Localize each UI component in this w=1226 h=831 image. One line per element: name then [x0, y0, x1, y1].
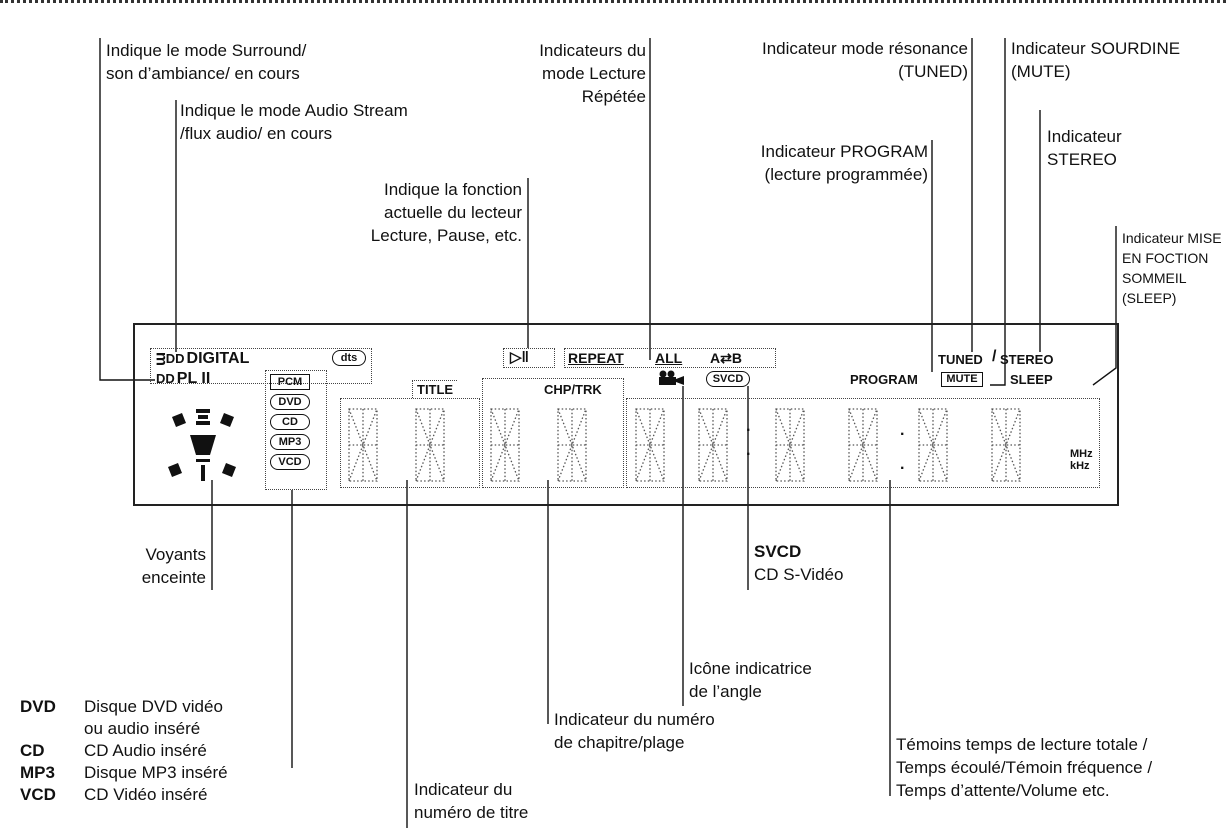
segment-digit: [772, 406, 808, 484]
segment-digit: [632, 406, 668, 484]
chapter-digit-group: [482, 378, 624, 488]
surround-indicator-group: [150, 348, 372, 384]
callout-tuned: Indicateur mode résonance(TUNED): [761, 39, 968, 81]
segment-digit: [554, 406, 590, 484]
dolby-icon: ᴟ: [156, 350, 166, 367]
mute-indicator: MUTE: [941, 372, 983, 387]
segment-digit: [915, 406, 951, 484]
leader-surround: [99, 38, 155, 381]
repeat-ab-indicator: A⇄B: [710, 350, 742, 366]
time-colon: ·: [746, 422, 752, 439]
callout-time: Témoins temps de lecture totale /Temps é…: [896, 735, 1153, 800]
pcm-indicator: PCM: [270, 374, 310, 390]
mp3-indicator: MP3: [270, 434, 310, 450]
front-display-panel: [133, 323, 1119, 506]
vcd-indicator: VCD: [270, 454, 310, 470]
disc-indicator-group: [265, 370, 327, 490]
leader-mute: [990, 38, 1006, 386]
segment-digit: [487, 406, 523, 484]
dolby-icon: DD: [156, 371, 175, 386]
callout-audio-stream: Indique le mode Audio Stream/flux audio/…: [180, 101, 408, 143]
repeat-indicator: REPEAT: [568, 350, 624, 366]
time-colon: ·: [746, 446, 752, 463]
repeat-all-indicator: ALL: [655, 350, 683, 366]
time-digit-group: [626, 398, 1100, 488]
time-colon: ·: [900, 460, 906, 477]
callout-program: Indicateur PROGRAM(lecture programmée): [760, 142, 928, 184]
dts-indicator: dts: [332, 350, 366, 366]
sleep-indicator: SLEEP: [1010, 372, 1053, 387]
segment-digit: [345, 406, 381, 484]
camera-angle-icon: [659, 370, 684, 385]
svcd-indicator: SVCD: [706, 371, 750, 387]
play-pause-icon: ▷‖: [510, 349, 529, 366]
program-indicator: PROGRAM: [850, 372, 918, 387]
cd-indicator: CD: [270, 414, 310, 430]
segment-digit: [845, 406, 881, 484]
time-colon: ·: [900, 426, 906, 443]
segment-digit: [988, 406, 1024, 484]
speaker-icon: [168, 409, 236, 481]
dvd-indicator: DVD: [270, 394, 310, 410]
title-digit-group: [340, 398, 480, 488]
segment-digit: [695, 406, 731, 484]
chp-trk-label: CHP/TRK: [544, 382, 602, 397]
tuned-indicator: TUNED: [938, 352, 983, 367]
segment-digit: [412, 406, 448, 484]
play-status-group: [503, 348, 555, 368]
stereo-indicator: STEREO: [1000, 352, 1054, 367]
title-label: TITLE: [412, 380, 458, 398]
callout-mute: Indicateur SOURDINE(MUTE): [1011, 39, 1181, 81]
loop-icon: ⇄: [720, 350, 732, 366]
callout-surround: Indique le mode Surround/son d’ambiance/…: [106, 41, 307, 83]
top-dotted-rule: [0, 0, 1226, 3]
leader-sleep: [1092, 226, 1117, 386]
repeat-group: [564, 348, 776, 368]
